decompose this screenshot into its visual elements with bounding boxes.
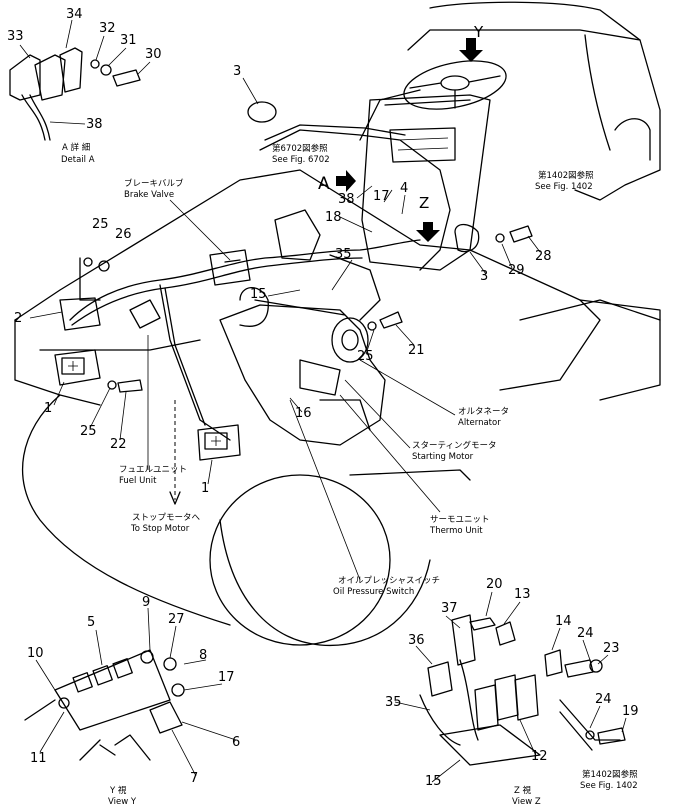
callout-25-c: 25 xyxy=(80,424,97,439)
see-1402-jp: 第1402図参照 xyxy=(538,170,594,181)
callout-30: 30 xyxy=(145,47,162,62)
callout-24-a: 24 xyxy=(577,626,594,641)
marker-y: Y xyxy=(473,23,484,41)
see-6702-jp: 第6702図参照 xyxy=(272,143,328,154)
callout-5: 5 xyxy=(87,615,95,630)
callout-28: 28 xyxy=(535,249,552,264)
starting-motor-en: Starting Motor xyxy=(412,452,474,462)
detail-a-label-en: Detail A xyxy=(61,155,95,165)
callout-27: 27 xyxy=(168,612,185,627)
detail-a-label-jp: A 詳 細 xyxy=(62,142,90,153)
callout-3-top: 3 xyxy=(233,64,241,79)
view-y-jp: Y 視 xyxy=(109,785,127,796)
brake-valve-en: Brake Valve xyxy=(124,190,174,200)
arrow-a-icon xyxy=(336,170,356,192)
callout-22: 22 xyxy=(110,437,127,452)
callout-2: 2 xyxy=(14,311,22,326)
callout-8: 8 xyxy=(199,648,207,663)
callout-1-b: 1 xyxy=(201,481,209,496)
stop-motor-en: To Stop Motor xyxy=(130,524,190,534)
callout-24-b: 24 xyxy=(595,692,612,707)
view-y-en: View Y xyxy=(108,797,137,807)
callout-17: 17 xyxy=(373,189,390,204)
callout-21: 21 xyxy=(408,343,425,358)
callout-16: 16 xyxy=(295,406,312,421)
text-labels: A 詳 細 Detail A 第6702図参照 See Fig. 6702 第1… xyxy=(61,142,638,807)
callout-1-a: 1 xyxy=(44,401,52,416)
marker-z: Z xyxy=(419,194,429,212)
callout-37: 37 xyxy=(441,601,458,616)
callout-33: 33 xyxy=(7,29,24,44)
alternator-en: Alternator xyxy=(458,418,501,428)
callout-13: 13 xyxy=(514,587,531,602)
callout-38: 38 xyxy=(338,192,355,207)
starting-motor-jp: スターティングモータ xyxy=(412,440,497,451)
callout-31: 31 xyxy=(120,33,137,48)
callout-32: 32 xyxy=(99,21,116,36)
view-z-en: View Z xyxy=(512,797,541,807)
callout-35-z: 35 xyxy=(385,695,402,710)
callout-35: 35 xyxy=(335,247,352,262)
callout-19: 19 xyxy=(622,704,639,719)
detail-a-inset xyxy=(9,47,141,141)
callout-7: 7 xyxy=(190,771,198,786)
callout-6: 6 xyxy=(232,735,240,750)
view-z-jp: Z 視 xyxy=(514,785,532,796)
arrow-y-icon xyxy=(459,38,483,62)
callout-12: 12 xyxy=(531,749,548,764)
see-1402b-en: See Fig. 1402 xyxy=(580,781,638,791)
callout-9: 9 xyxy=(142,595,150,610)
callout-18: 18 xyxy=(325,210,342,225)
alternator-jp: オルタネータ xyxy=(458,407,509,417)
callout-38-detail: 38 xyxy=(86,117,103,132)
callout-25-a: 25 xyxy=(92,217,109,232)
callout-3-right: 3 xyxy=(480,269,488,284)
oil-pressure-en: Oil Pressure Switch xyxy=(333,587,414,597)
callout-34: 34 xyxy=(66,7,83,22)
fuel-unit-jp: フュエルユニット xyxy=(119,465,187,475)
callout-36: 36 xyxy=(408,633,425,648)
callout-15-a: 15 xyxy=(250,287,267,302)
view-y-inset xyxy=(24,649,185,761)
brake-valve-jp: ブレーキバルブ xyxy=(124,178,184,189)
see-1402-en: See Fig. 1402 xyxy=(535,182,593,192)
arrow-z-icon xyxy=(416,222,440,242)
see-1402b-jp: 第1402図参照 xyxy=(582,769,638,780)
callout-14: 14 xyxy=(555,614,572,629)
view-arrows xyxy=(336,38,483,242)
see-6702-en: See Fig. 6702 xyxy=(272,155,330,165)
marker-a: A xyxy=(318,174,330,194)
leader-lines xyxy=(19,19,627,783)
callout-26: 26 xyxy=(115,227,132,242)
stop-motor-jp: ストップモータへ xyxy=(132,513,201,523)
oil-pressure-jp: オイルプレッシャスイッチ xyxy=(338,576,440,586)
view-markers: Y A Z xyxy=(318,23,484,212)
thermo-unit-en: Thermo Unit xyxy=(429,526,483,536)
callout-10: 10 xyxy=(27,646,44,661)
callout-25-b: 25 xyxy=(357,349,374,364)
machine-outline xyxy=(14,1,661,647)
callout-20: 20 xyxy=(486,577,503,592)
callout-numbers: 34 33 32 31 30 38 3 38 17 4 18 25 26 35 … xyxy=(7,7,639,789)
callout-29: 29 xyxy=(508,263,525,278)
callout-11: 11 xyxy=(30,751,47,766)
fuel-unit-en: Fuel Unit xyxy=(119,476,157,486)
callout-17-y: 17 xyxy=(218,670,235,685)
view-z-inset xyxy=(419,614,626,766)
thermo-unit-jp: サーモユニット xyxy=(430,515,490,525)
callout-23: 23 xyxy=(603,641,620,656)
callout-4: 4 xyxy=(400,181,408,196)
